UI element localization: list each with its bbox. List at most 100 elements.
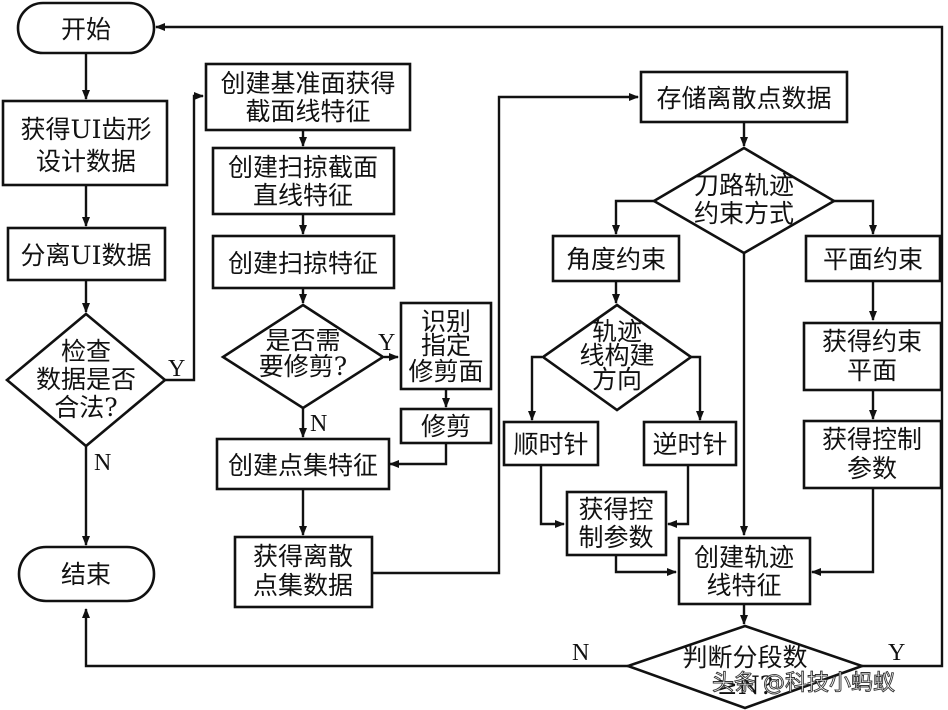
node-label: 指定 xyxy=(421,331,471,360)
edge-label-segments-no: N xyxy=(572,640,589,666)
edge-mode-to-plane xyxy=(834,199,877,235)
node-label: 设计数据 xyxy=(36,147,136,176)
node-label: 制参数 xyxy=(578,523,653,552)
node-label: 顺时针 xyxy=(513,430,588,459)
node-label: 逆时针 xyxy=(652,430,727,459)
node-plane-constraint: 平面约束 xyxy=(804,234,942,283)
process-shape xyxy=(677,536,812,606)
node-label: 分离UI数据 xyxy=(21,241,152,270)
node-angle-constraint: 角度约束 xyxy=(551,234,681,283)
node-label: 修剪 xyxy=(421,412,471,441)
node-label: 创建点集特征 xyxy=(228,451,378,480)
node-sweep-feature: 创建扫掠特征 xyxy=(211,234,396,290)
node-label: 开始 xyxy=(61,15,111,44)
edge-counterclockwise-to-controlparams xyxy=(667,465,690,528)
process-shape xyxy=(802,321,943,392)
edge-discrete-to-store xyxy=(373,93,639,575)
edge-controlparams-to-trajectory xyxy=(614,555,677,576)
node-label: 创建轨迹 xyxy=(694,543,794,572)
process-shape xyxy=(211,234,396,290)
process-shape xyxy=(551,234,681,283)
node-need-trim: 是否需 要修剪? xyxy=(220,303,386,410)
node-label: 修剪面 xyxy=(408,357,483,386)
node-label: 获得控制 xyxy=(822,425,922,454)
process-shape xyxy=(565,490,668,557)
edge-label-check-yes: Y xyxy=(168,356,185,382)
process-shape xyxy=(399,301,493,391)
node-label: 创建基准面获得 xyxy=(220,69,395,98)
node-separate-data: 分离UI数据 xyxy=(6,226,167,282)
node-label: 存储离散点数据 xyxy=(656,84,831,113)
edge-check-yes-to-datum xyxy=(165,92,204,382)
node-label: 获得约束 xyxy=(822,327,922,356)
node-label: 点集数据 xyxy=(253,571,353,600)
node-sweep-line: 创建扫掠截面 直线特征 xyxy=(211,146,396,216)
node-point-set: 创建点集特征 xyxy=(215,437,391,491)
node-label: 平面约束 xyxy=(823,245,923,274)
terminal-shape xyxy=(16,1,156,55)
node-control-params-a: 获得控 制参数 xyxy=(565,490,668,557)
node-direction: 轨迹 线构建 方向 xyxy=(540,303,694,412)
node-label: 判断分段数 xyxy=(682,643,807,672)
node-identify-face: 识别 指定 修剪面 xyxy=(399,301,493,391)
process-shape xyxy=(804,234,942,283)
process-shape xyxy=(399,407,493,445)
node-trim: 修剪 xyxy=(399,407,493,445)
node-get-plane: 获得约束 平面 xyxy=(802,321,943,392)
node-trajectory: 创建轨迹 线特征 xyxy=(677,536,812,606)
node-clockwise: 顺时针 xyxy=(502,420,600,467)
edge-clockwise-to-controlparams xyxy=(539,465,565,528)
edge-controlparams-b-to-trajectory xyxy=(811,488,875,576)
node-label: 截面线特征 xyxy=(245,97,370,126)
process-shape xyxy=(802,419,943,490)
edge-label-trim-yes: Y xyxy=(378,330,395,356)
decision-shape xyxy=(4,312,168,448)
edge-label-trim-no: N xyxy=(310,411,327,437)
node-check-valid: 检查 数据是否 合法? xyxy=(4,312,168,448)
node-label: 结束 xyxy=(61,560,111,589)
node-end: 结束 xyxy=(17,545,156,603)
node-label: 平面 xyxy=(847,356,897,385)
node-label: 识别 xyxy=(421,307,471,336)
edge-mode-to-angle xyxy=(612,199,654,235)
process-shape xyxy=(215,437,391,491)
node-label: 数据是否 xyxy=(36,365,136,394)
node-start: 开始 xyxy=(16,1,156,55)
decision-shape xyxy=(651,146,837,255)
node-segments: 判断分段数 ≥N? xyxy=(624,624,866,710)
terminal-shape xyxy=(17,545,156,603)
process-shape xyxy=(211,146,396,216)
node-label: 要修剪? xyxy=(259,352,347,381)
node-discrete-points: 获得离散 点集数据 xyxy=(233,535,374,609)
node-label: 直线特征 xyxy=(253,181,353,210)
edge-label-check-no: N xyxy=(94,450,111,476)
node-label: ≥N? xyxy=(717,671,773,700)
node-get-design-data: 获得UI齿形 设计数据 xyxy=(1,99,169,187)
edge-label-segments-yes: Y xyxy=(888,640,905,666)
node-label: 线特征 xyxy=(706,571,781,600)
watermark: 头条 @科技小蚂蚁 xyxy=(712,671,895,696)
process-shape xyxy=(502,420,600,467)
process-shape xyxy=(233,535,374,609)
node-label: 检查 xyxy=(61,337,111,366)
decision-shape xyxy=(624,624,866,710)
node-label: 获得离散 xyxy=(253,542,353,571)
node-counterclockwise: 逆时针 xyxy=(642,420,738,467)
node-label: 线构建 xyxy=(579,341,654,370)
node-label: 获得控 xyxy=(578,495,653,524)
node-label: 创建扫掠特征 xyxy=(228,249,378,278)
node-label: 创建扫掠截面 xyxy=(228,153,378,182)
process-shape xyxy=(1,99,169,187)
node-label: 合法? xyxy=(54,393,117,422)
edge-direction-to-counterclockwise xyxy=(690,355,704,421)
edge-direction-to-clockwise xyxy=(528,355,542,421)
node-label: 轨迹 xyxy=(592,317,642,346)
process-shape xyxy=(642,420,738,467)
process-shape xyxy=(639,70,849,124)
node-label: 约束方式 xyxy=(694,199,794,228)
node-datum-plane: 创建基准面获得 截面线特征 xyxy=(204,62,412,132)
node-label: 角度约束 xyxy=(566,245,666,274)
node-constraint-mode: 刀路轨迹 约束方式 xyxy=(651,146,837,255)
node-label: 方向 xyxy=(592,365,642,394)
